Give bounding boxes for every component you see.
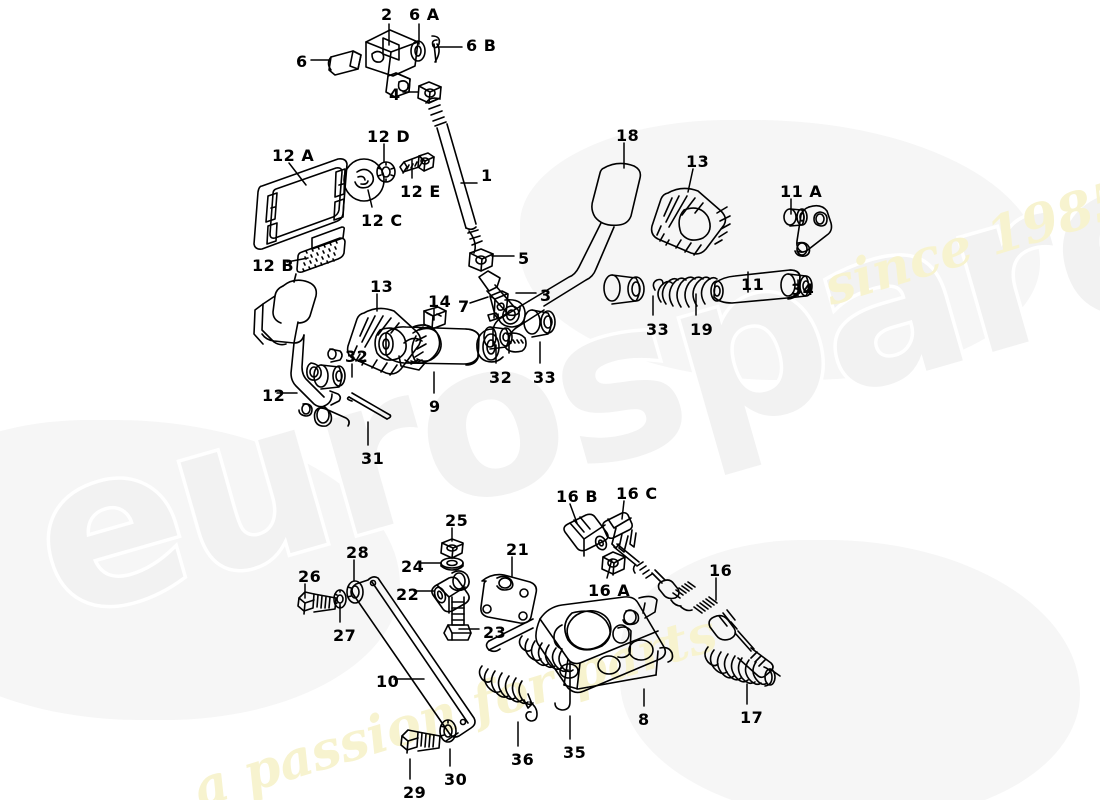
part-23-bolt: [443, 596, 472, 641]
callout-13-right: 13: [686, 152, 710, 171]
callout-27: 27: [333, 626, 357, 645]
callout-6a: 6 A: [409, 5, 440, 24]
part-16c-fork-clip: [602, 511, 637, 553]
part-12c-disc: [343, 158, 385, 202]
part-16-clutch-cable: [613, 543, 781, 679]
part-5-nut: [468, 248, 494, 272]
callout-33-mid: 33: [533, 368, 557, 387]
callout-13-left: 13: [370, 277, 394, 296]
callout-32-right: 32: [489, 368, 513, 387]
callout-11a: 11 A: [780, 182, 823, 201]
part-26-bolt: [297, 591, 337, 615]
part-25-nut: [440, 538, 464, 559]
callout-1: 1: [481, 166, 493, 185]
callout-35: 35: [563, 743, 587, 762]
part-31-pin: [346, 392, 392, 420]
callout-7: 7: [458, 297, 470, 316]
part-19-coil-spring: [652, 276, 718, 308]
part-17-spring-damper: [704, 646, 776, 687]
part-30-nut: [439, 719, 457, 743]
part-8-support-bracket: [485, 595, 674, 694]
callout-30: 30: [444, 770, 468, 789]
callout-5: 5: [518, 249, 530, 268]
part-32-bushing-left: [313, 364, 346, 390]
part-35-spring-hook: [518, 635, 574, 711]
callout-12e: 12 E: [400, 182, 441, 201]
part-4-nut: [417, 81, 442, 104]
part-13-pedal-pad-right: [650, 187, 731, 256]
part-22-clevis-joint: [431, 570, 470, 614]
part-12-clutch-pedal-arm: [253, 273, 350, 427]
callout-12: 12: [262, 386, 286, 405]
part-7-retaining-clip: [487, 290, 509, 322]
callout-34: 34: [791, 280, 815, 299]
callout-26: 26: [298, 567, 322, 586]
part-12d-lock-washer: [376, 161, 396, 183]
part-24-washer: [440, 557, 464, 571]
part-34-bushing: [780, 273, 813, 299]
part-16a-nut: [601, 551, 626, 576]
callout-12d: 12 D: [367, 127, 411, 146]
callout-23: 23: [483, 623, 507, 642]
callout-18: 18: [616, 126, 640, 145]
callout-12b: 12 B: [252, 256, 295, 275]
callout-10: 10: [376, 672, 400, 691]
part-2-fork-bracket: [365, 29, 419, 98]
part-33-bushing-right: [603, 274, 645, 305]
part-27-lock-washer: [333, 589, 347, 609]
part-9-pedal-shaft: [378, 324, 480, 371]
callout-16c: 16 C: [616, 484, 658, 503]
part-3-clevis-link: [478, 270, 526, 328]
callout-12c: 12 C: [361, 211, 403, 230]
part-28-washer: [346, 580, 364, 604]
part-13-pedal-pad-left: [346, 307, 427, 376]
callout-14: 14: [428, 292, 452, 311]
callout-4: 4: [389, 85, 401, 104]
callout-2: 2: [381, 5, 393, 24]
callout-16b: 16 B: [556, 487, 599, 506]
callout-21: 21: [506, 540, 530, 559]
callout-16a: 16 A: [588, 581, 631, 600]
callout-6: 6: [296, 52, 308, 71]
callout-33-right: 33: [646, 320, 670, 339]
callout-9: 9: [429, 397, 441, 416]
part-6-pin: [327, 50, 362, 76]
leader-lines: [276, 23, 799, 780]
part-21-cover-plate: [480, 573, 538, 624]
callout-22: 22: [396, 585, 420, 604]
callout-8: 8: [638, 710, 650, 729]
callout-12a: 12 A: [272, 146, 315, 165]
callout-11: 11: [741, 275, 765, 294]
callout-19: 19: [690, 320, 714, 339]
part-12e-bolt: [399, 152, 435, 174]
part-29-bolt: [400, 729, 441, 754]
callout-24: 24: [401, 557, 425, 576]
part-1-push-rod: [425, 97, 483, 254]
part-6b-clip: [431, 35, 441, 63]
callout-6b: 6 B: [466, 36, 497, 55]
callout-32-left: 32: [345, 347, 369, 366]
callout-25: 25: [445, 511, 469, 530]
callout-17: 17: [740, 708, 764, 727]
part-12a-pedal-frame: [253, 158, 348, 250]
callout-31: 31: [361, 449, 385, 468]
part-11-lever-arm: [794, 204, 833, 257]
part-18-brake-pedal-arm: [476, 162, 642, 363]
callout-36: 36: [511, 750, 535, 769]
part-33-bushing-mid: [523, 309, 556, 338]
callout-3: 3: [540, 286, 552, 305]
callout-16: 16: [709, 561, 733, 580]
part-36-spring: [478, 665, 538, 722]
part-16b-cable-clevis: [563, 513, 609, 557]
part-14-bushing: [423, 306, 447, 330]
callout-28: 28: [346, 543, 370, 562]
part-12b-grip-pad: [296, 237, 346, 273]
part-6a-washer: [410, 40, 426, 62]
callout-29: 29: [403, 783, 427, 800]
